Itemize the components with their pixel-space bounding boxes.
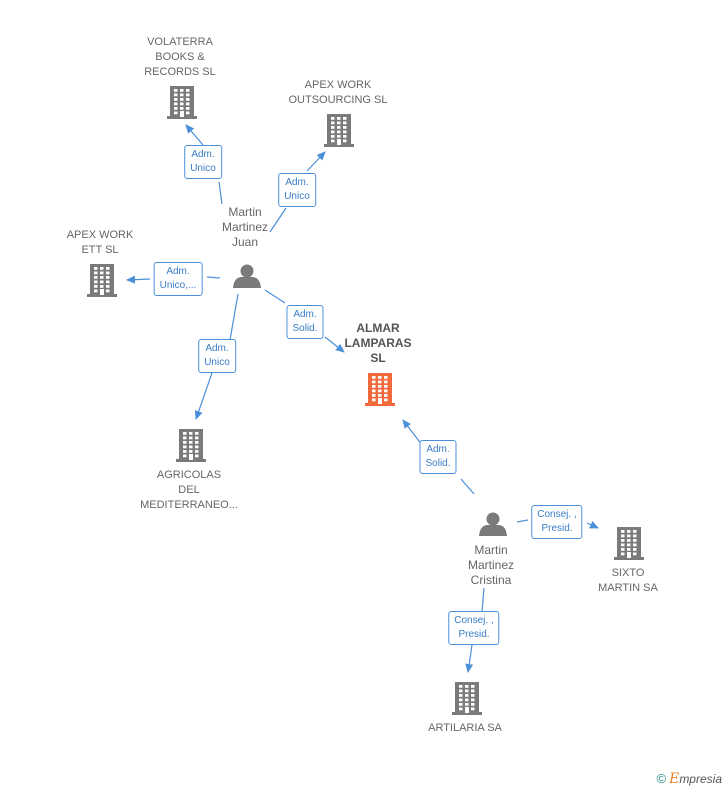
copyright-icon: ©: [656, 771, 667, 786]
building-icon-artilaria[interactable]: [452, 682, 482, 715]
relation-label-cristina-artilaria[interactable]: Consej. , Presid.: [448, 611, 500, 645]
relation-label-cristina-almar[interactable]: Adm. Solid.: [419, 440, 457, 474]
node-label-artilaria[interactable]: ARTILARIA SA: [428, 722, 502, 734]
relation-label-juan-volaterra[interactable]: Adm. Unico: [184, 145, 222, 179]
edge-juan-apex-outsourcing: [269, 152, 325, 233]
node-label-sixto[interactable]: SIXTO MARTIN SA: [598, 567, 658, 594]
relation-label-juan-agricolas[interactable]: Adm. Unico: [198, 339, 236, 373]
edge-juan-apex-ett: [127, 277, 221, 280]
building-icon-apex-ett[interactable]: [87, 264, 117, 297]
footer-brand[interactable]: ©Empresia: [656, 771, 722, 787]
edge-cristina-artilaria: [468, 587, 485, 672]
building-icon-almar[interactable]: [365, 373, 395, 406]
building-icon-agricolas[interactable]: [176, 429, 206, 462]
relation-label-juan-apex-ett[interactable]: Adm. Unico,...: [153, 262, 203, 296]
nodes: [87, 86, 644, 715]
edge-juan-volaterra: [186, 125, 223, 205]
brand-name: mpresia: [679, 772, 722, 786]
person-icon-cristina[interactable]: [479, 512, 507, 537]
node-label-juan[interactable]: Martin Martinez Juan: [221, 205, 269, 249]
node-label-apex-outsourcing[interactable]: APEX WORK OUTSOURCING SL: [288, 79, 388, 106]
relation-label-juan-apex-outsourcing[interactable]: Adm. Unico: [278, 173, 316, 207]
building-icon-volaterra[interactable]: [167, 86, 197, 119]
node-label-agricolas[interactable]: AGRICOLAS DEL MEDITERRANEO...: [140, 469, 238, 511]
relation-label-cristina-sixto[interactable]: Consej. , Presid.: [531, 505, 583, 539]
edge-cristina-almar: [403, 420, 475, 495]
building-icon-sixto[interactable]: [614, 527, 644, 560]
node-label-apex-ett[interactable]: APEX WORK ETT SL: [66, 229, 134, 256]
brand-logo-initial: E: [669, 771, 680, 787]
node-label-volaterra[interactable]: VOLATERRA BOOKS & RECORDS SL: [144, 36, 216, 78]
node-label-almar[interactable]: ALMAR LAMPARAS SL: [344, 321, 412, 365]
person-icon-juan[interactable]: [233, 264, 261, 289]
building-icon-apex-outsourcing[interactable]: [324, 114, 354, 147]
edge-cristina-sixto: [516, 520, 598, 528]
edge-juan-almar: [264, 289, 344, 352]
edge-juan-agricolas: [196, 293, 239, 419]
relation-label-juan-almar[interactable]: Adm. Solid.: [286, 305, 324, 339]
relation-edges: [127, 125, 598, 672]
node-label-cristina[interactable]: Martin Martinez Cristina: [467, 543, 515, 587]
